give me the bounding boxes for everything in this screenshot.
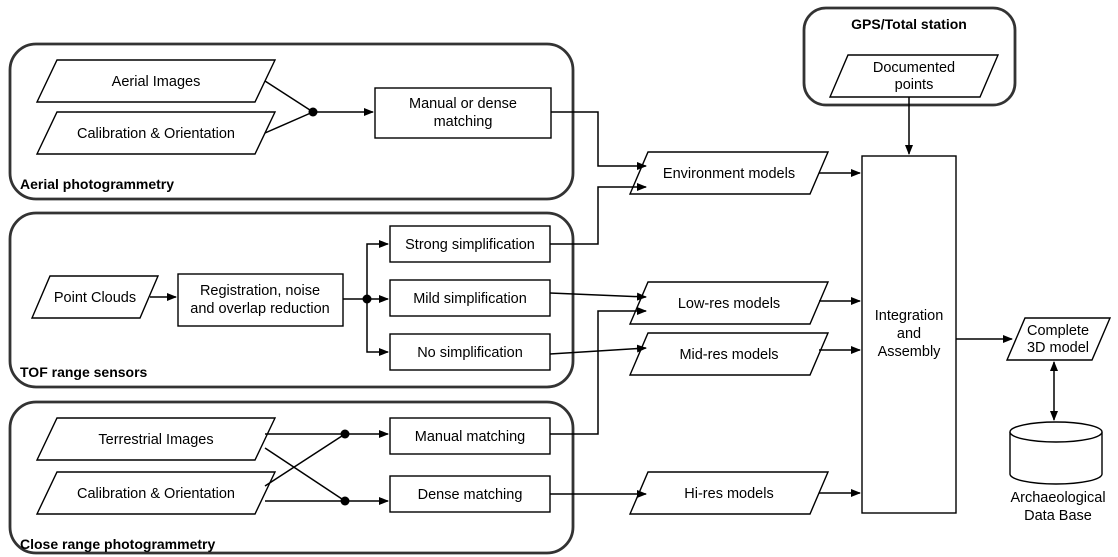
svg-text:Mild simplification: Mild simplification (413, 291, 527, 307)
aerial-matching-to-environment-edge (551, 111, 647, 170)
manual-matching-to-lowres-edge (550, 307, 647, 435)
svg-text:Dense matching: Dense matching (418, 487, 523, 503)
point-clouds-input: Point Clouds (30, 275, 160, 319)
gps-group-label: GPS/Total station (851, 16, 967, 32)
tof-junction-to-strong-edge (366, 240, 389, 299)
aerial-calibration-to-junction-edge (264, 111, 314, 134)
hires-models-output: Hi-res models (628, 471, 830, 515)
calibration-to-manual-junction-edge (264, 433, 346, 487)
svg-text:Hi-res models: Hi-res models (684, 486, 773, 502)
svg-text:Assembly: Assembly (878, 344, 942, 360)
svg-text:Environment models: Environment models (663, 166, 795, 182)
mild-simplification-process: Mild simplification (389, 279, 551, 317)
documented-points-input: Documented points (828, 54, 1000, 98)
aerial-images-input: Aerial Images (35, 59, 277, 103)
svg-text:matching: matching (434, 114, 493, 130)
svg-text:Archaeological: Archaeological (1010, 490, 1105, 506)
aerial-photogrammetry-group: Aerial photogrammetry (8, 42, 575, 201)
close-group-label: Close range photogrammetry (20, 536, 215, 552)
manual-dense-matching-process: Manual or dense matching (374, 87, 552, 139)
no-simplification-process: No simplification (389, 333, 551, 371)
svg-text:Strong simplification: Strong simplification (405, 237, 535, 253)
archaeological-database-cylinder: Archaeological Data Base (1009, 421, 1106, 524)
svg-text:and overlap reduction: and overlap reduction (190, 301, 329, 317)
close-range-photogrammetry-group: Close range photogrammetry (8, 400, 575, 555)
svg-text:Manual or dense: Manual or dense (409, 96, 517, 112)
svg-text:and: and (897, 326, 921, 342)
close-calibration-input: Calibration & Orientation (35, 471, 277, 515)
svg-text:Calibration & Orientation: Calibration & Orientation (77, 486, 235, 502)
manual-matching-process: Manual matching (389, 417, 551, 455)
integration-assembly-process: Integration and Assembly (861, 155, 957, 514)
tof-junction-to-none-edge (366, 299, 389, 356)
svg-text:3D model: 3D model (1027, 340, 1089, 356)
strong-simplification-process: Strong simplification (389, 225, 551, 263)
tof-group-label: TOF range sensors (20, 364, 148, 380)
aerial-calibration-input: Calibration & Orientation (35, 111, 277, 155)
svg-text:No simplification: No simplification (417, 345, 523, 361)
mild-to-lowres-edge (549, 292, 647, 301)
svg-text:Aerial Images: Aerial Images (112, 74, 201, 90)
connectors (150, 80, 1058, 506)
svg-text:Low-res models: Low-res models (678, 296, 780, 312)
midres-models-output: Mid-res models (628, 332, 830, 376)
svg-text:Complete: Complete (1027, 323, 1089, 339)
svg-text:Documented: Documented (873, 60, 955, 76)
registration-process: Registration, noise and overlap reductio… (177, 273, 344, 327)
lowres-models-output: Low-res models (628, 281, 830, 325)
svg-text:Point Clouds: Point Clouds (54, 290, 136, 306)
svg-text:Mid-res models: Mid-res models (679, 347, 778, 363)
complete-3d-model-output: Complete 3D model (1005, 317, 1112, 361)
svg-text:Registration, noise: Registration, noise (200, 283, 320, 299)
aerial-images-to-junction-edge (264, 80, 314, 113)
environment-models-output: Environment models (628, 151, 830, 195)
dense-matching-process: Dense matching (389, 475, 551, 513)
terrestrial-images-input: Terrestrial Images (35, 417, 277, 461)
tof-range-sensors-group: TOF range sensors (8, 211, 575, 389)
terrestrial-to-dense-junction-edge (264, 447, 346, 502)
svg-text:points: points (895, 77, 934, 93)
svg-text:Data Base: Data Base (1024, 508, 1092, 524)
aerial-group-label: Aerial photogrammetry (20, 176, 174, 192)
svg-text:Calibration & Orientation: Calibration & Orientation (77, 126, 235, 142)
svg-text:Terrestrial Images: Terrestrial Images (98, 432, 213, 448)
svg-text:Manual matching: Manual matching (415, 429, 525, 445)
strong-to-environment-edge (550, 183, 647, 245)
svg-text:Integration: Integration (875, 308, 944, 324)
